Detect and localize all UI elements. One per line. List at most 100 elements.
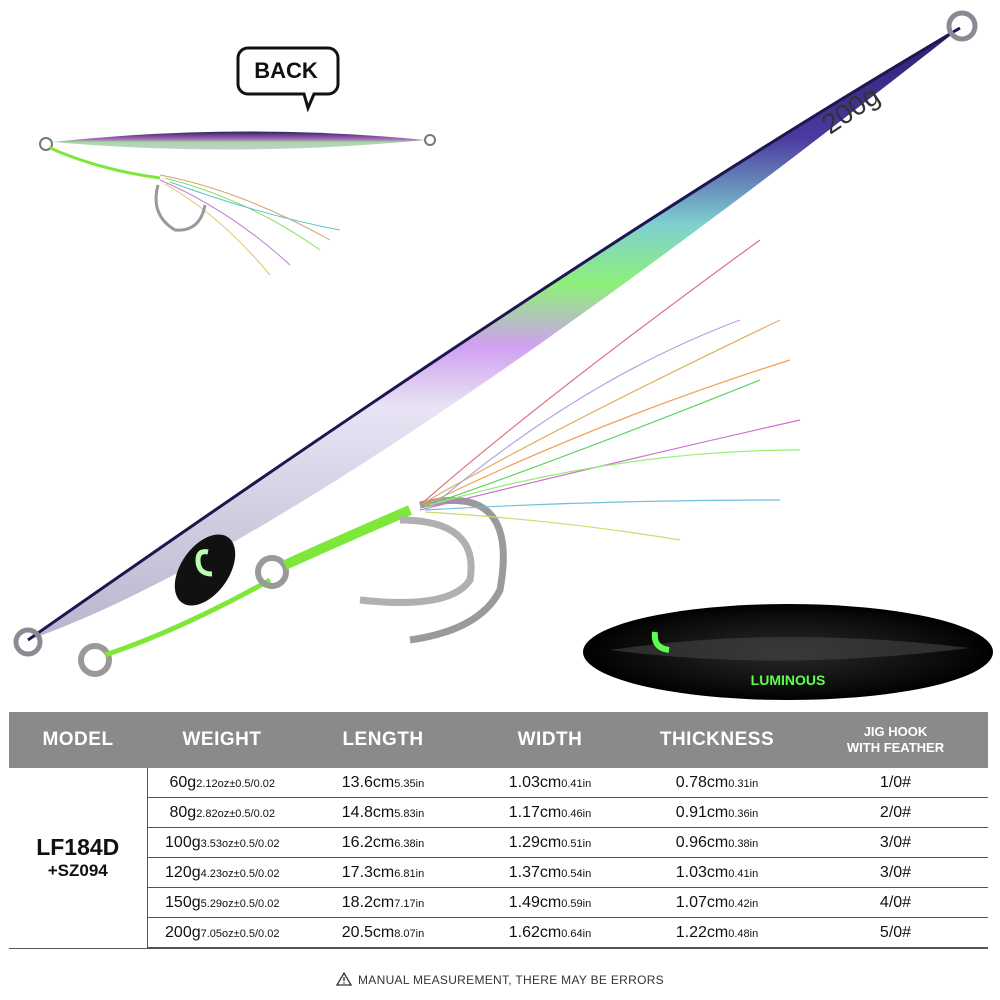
weight-cell-sub: 4.23oz±0.5/0.02 — [200, 867, 280, 880]
thickness-cell: 0.96cm0.38in — [631, 827, 803, 858]
width-cell-sub: 0.51in — [561, 837, 592, 850]
weight-cell-main: 200g — [165, 923, 201, 941]
width-cell: 1.03cm0.41in — [469, 768, 631, 798]
width-cell-main: 1.37cm — [508, 863, 562, 881]
header-thickness: THICKNESS — [631, 712, 803, 768]
width-cell: 1.29cm0.51in — [469, 827, 631, 858]
luminous-label: LUMINOUS — [751, 672, 826, 688]
hook-cell-main: 2/0# — [879, 803, 912, 821]
thickness-cell-main: 0.91cm — [675, 803, 729, 821]
thickness-cell-main: 1.03cm — [675, 863, 729, 881]
weight-cell-main: 80g — [169, 803, 197, 821]
width-cell-main: 1.62cm — [508, 923, 562, 941]
width-cell: 1.62cm0.64in — [469, 917, 631, 949]
weight-cell-main: 150g — [165, 893, 201, 911]
measurement-note: MANUAL MEASUREMENT, THERE MAY BE ERRORS — [0, 972, 1000, 987]
length-cell: 18.2cm7.17in — [297, 887, 469, 918]
thickness-cell-sub: 0.36in — [728, 807, 759, 820]
thickness-cell-main: 0.78cm — [675, 773, 729, 791]
luminous-inset: LUMINOUS — [583, 604, 993, 700]
length-cell-main: 13.6cm — [341, 773, 395, 791]
header-hook: JIG HOOK WITH FEATHER — [803, 712, 988, 768]
table-row: 120g4.23oz±0.5/0.02 17.3cm6.81in 1.37cm0.5… — [9, 857, 988, 888]
length-cell-sub: 7.17in — [394, 897, 425, 910]
hook-cell: 2/0# — [803, 797, 988, 828]
weight-cell: 150g5.29oz±0.5/0.02 — [147, 887, 297, 918]
header-weight: WEIGHT — [147, 712, 297, 768]
thickness-cell-sub: 0.41in — [728, 867, 759, 880]
product-illustration: BACK 200g — [13, 10, 993, 700]
weight-cell: 200g7.05oz±0.5/0.02 — [147, 917, 297, 949]
hook-cell: 5/0# — [803, 917, 988, 949]
weight-cell: 80g2.82oz±0.5/0.02 — [147, 797, 297, 828]
width-cell-main: 1.29cm — [508, 833, 562, 851]
weight-cell-main: 120g — [165, 863, 201, 881]
weight-cell-sub: 2.12oz±0.5/0.02 — [196, 777, 276, 790]
header-width: WIDTH — [469, 712, 631, 768]
weight-cell-sub: 7.05oz±0.5/0.02 — [200, 927, 280, 940]
length-cell: 14.8cm5.83in — [297, 797, 469, 828]
weight-cell-main: 60g — [169, 773, 197, 791]
weight-cell: 60g2.12oz±0.5/0.02 — [147, 768, 297, 798]
back-label: BACK — [254, 58, 318, 83]
thickness-cell-sub: 0.38in — [728, 837, 759, 850]
warning-icon — [336, 972, 352, 986]
length-cell: 20.5cm8.07in — [297, 917, 469, 949]
length-cell: 16.2cm6.38in — [297, 827, 469, 858]
width-cell-sub: 0.54in — [561, 867, 592, 880]
header-model: MODEL — [9, 712, 147, 768]
thickness-cell: 1.07cm0.42in — [631, 887, 803, 918]
hook-cell-main: 3/0# — [879, 863, 912, 881]
weight-cell-sub: 5.29oz±0.5/0.02 — [200, 897, 280, 910]
thickness-cell-main: 1.22cm — [675, 923, 729, 941]
model-cell: LF184D+SZ094 — [9, 768, 148, 949]
hook-cell: 1/0# — [803, 768, 988, 798]
header-hook-line2: WITH FEATHER — [846, 740, 945, 755]
length-cell: 13.6cm5.35in — [297, 768, 469, 798]
thickness-cell: 0.78cm0.31in — [631, 768, 803, 798]
thickness-cell-sub: 0.42in — [728, 897, 759, 910]
length-cell-sub: 8.07in — [394, 927, 425, 940]
thickness-cell-main: 1.07cm — [675, 893, 729, 911]
hook-cell: 3/0# — [803, 857, 988, 888]
back-callout: BACK — [236, 46, 340, 113]
length-cell-main: 14.8cm — [341, 803, 395, 821]
length-cell-main: 17.3cm — [341, 863, 395, 881]
table-header-row: MODEL WEIGHT LENGTH WIDTH THICKNESS JIG … — [9, 712, 988, 768]
weight-cell-main: 100g — [165, 833, 201, 851]
header-length: LENGTH — [297, 712, 469, 768]
width-cell: 1.17cm0.46in — [469, 797, 631, 828]
model-hook-code: +SZ094 — [47, 861, 108, 881]
note-text: MANUAL MEASUREMENT, THERE MAY BE ERRORS — [358, 973, 664, 987]
length-cell-main: 20.5cm — [341, 923, 395, 941]
thickness-cell: 1.22cm0.48in — [631, 917, 803, 949]
thickness-cell-sub: 0.48in — [728, 927, 759, 940]
width-cell: 1.37cm0.54in — [469, 857, 631, 888]
hook-cell-main: 3/0# — [879, 833, 912, 851]
thickness-cell: 0.91cm0.36in — [631, 797, 803, 828]
hook-cell-main: 4/0# — [879, 893, 912, 911]
hook-cell: 3/0# — [803, 827, 988, 858]
back-view-lure — [39, 131, 436, 276]
thickness-cell-sub: 0.31in — [728, 777, 759, 790]
thickness-cell-main: 0.96cm — [675, 833, 729, 851]
length-cell-sub: 6.81in — [394, 867, 425, 880]
width-cell-sub: 0.41in — [561, 777, 592, 790]
length-cell-sub: 5.83in — [394, 807, 425, 820]
width-cell-main: 1.03cm — [508, 773, 562, 791]
weight-cell: 120g4.23oz±0.5/0.02 — [147, 857, 297, 888]
hook-cell: 4/0# — [803, 887, 988, 918]
width-cell-sub: 0.64in — [561, 927, 592, 940]
weight-cell-sub: 3.53oz±0.5/0.02 — [200, 837, 280, 850]
weight-cell: 100g3.53oz±0.5/0.02 — [147, 827, 297, 858]
width-cell: 1.49cm0.59in — [469, 887, 631, 918]
header-hook-line1: JIG HOOK — [863, 724, 928, 739]
weight-cell-sub: 2.82oz±0.5/0.02 — [196, 807, 276, 820]
main-lure: 200g — [13, 10, 978, 657]
